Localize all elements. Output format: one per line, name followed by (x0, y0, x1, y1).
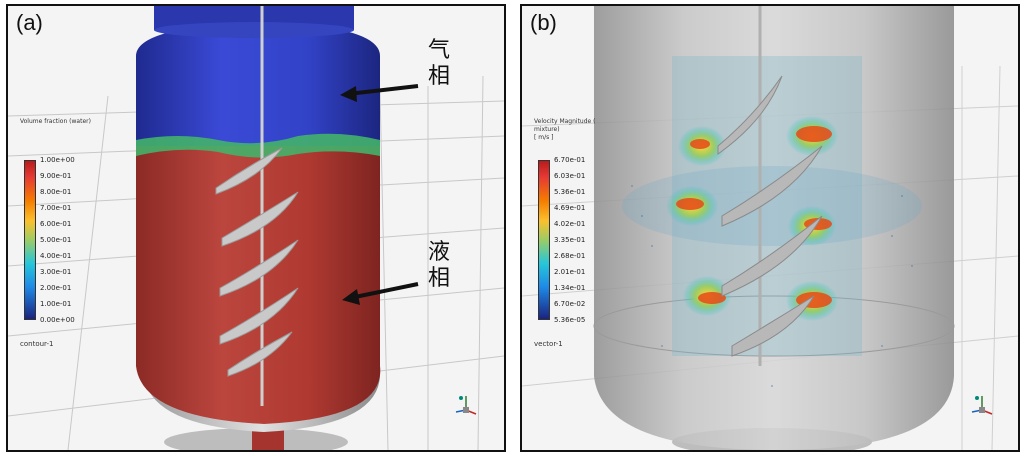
colorbar-tick-label: 1.00e-01 (40, 300, 72, 308)
colorbar-tick-label: 2.01e-01 (554, 268, 586, 276)
colorbar-tick-label: 4.00e-01 (40, 252, 72, 260)
colorbar-tick-label: 2.00e-01 (40, 284, 72, 292)
colorbar-tick-label: 9.00e-01 (40, 172, 72, 180)
colorbar-tick-label: 7.00e-01 (40, 204, 72, 212)
vector-field (631, 185, 913, 387)
annotation-arrows (340, 84, 419, 305)
colorbar-b (538, 160, 550, 320)
panel-a-volume-fraction: (a) Volume fraction (water) 1.00e+00 9.00… (6, 4, 506, 452)
colorbar-tick-label: 3.00e-01 (40, 268, 72, 276)
axis-triad-icon-b (971, 396, 993, 415)
panel-b-velocity-vectors: (b) Velocity Magnitude ( mixture) [ m/s … (520, 4, 1020, 452)
colorbar-tick-label: 6.70e-02 (554, 300, 586, 308)
colorbar-tick-label: 3.35e-01 (554, 236, 586, 244)
helical-blades-b (717, 75, 823, 357)
colorbar-tick-label: 6.00e-01 (40, 220, 72, 228)
colorbar-tick-label: 6.70e-01 (554, 156, 586, 164)
colorbar-tick-label: 0.00e+00 (40, 316, 75, 324)
colorbar-tick-label: 5.36e-01 (554, 188, 586, 196)
gas-phase-label: 气 相 (427, 38, 450, 89)
colorbar-tick-label: 2.68e-01 (554, 252, 586, 260)
colorbar-a (24, 160, 36, 320)
tank-contour-scene (8, 6, 504, 450)
footer-label-a: contour-1 (20, 340, 54, 348)
colorbar-tick-label: 1.34e-01 (554, 284, 586, 292)
colorbar-tick-label: 5.00e-01 (40, 236, 72, 244)
legend-title-b: Velocity Magnitude ( mixture) [ m/s ] (534, 118, 596, 141)
panel-label-b: (b) (530, 10, 557, 35)
liquid-phase-label: 液 相 (427, 240, 450, 291)
colorbar-ticks-b: 6.70e-01 6.03e-01 5.36e-01 4.69e-01 4.02e-01… (554, 156, 614, 324)
helical-blades (215, 147, 299, 377)
colorbar-tick-label: 8.00e-01 (40, 188, 72, 196)
colorbar-tick-label: 4.02e-01 (554, 220, 586, 228)
colorbar-tick-label: 1.00e+00 (40, 156, 75, 164)
panel-label-a: (a) (16, 10, 43, 35)
footer-label-b: vector-1 (534, 340, 563, 348)
axis-triad-icon (455, 396, 477, 415)
colorbar-tick-label: 4.69e-01 (554, 204, 586, 212)
blade-tips (676, 126, 832, 308)
tank-vector-scene (522, 6, 1018, 450)
colorbar-tick-label: 5.36e-05 (554, 316, 586, 324)
colorbar-tick-label: 6.03e-01 (554, 172, 586, 180)
legend-title-a: Volume fraction (water) (20, 118, 91, 125)
colorbar-ticks-a: 1.00e+00 9.00e-01 8.00e-01 7.00e-01 6.00e-01… (40, 156, 100, 324)
